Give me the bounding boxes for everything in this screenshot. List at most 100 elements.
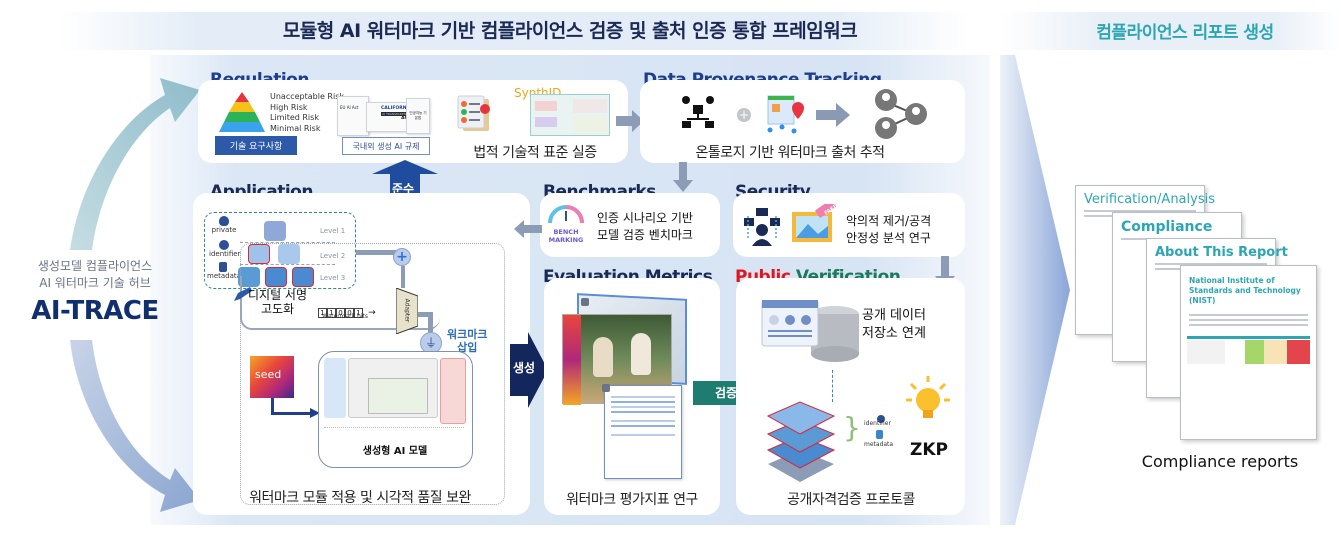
report-page: National Institute of Standards and Tech… xyxy=(1180,265,1317,440)
watermark-bits-label: Watermark bits xyxy=(322,313,368,320)
repo-text-line1: 공개 데이터 xyxy=(862,308,926,323)
benchmarks-text: 인증 시나리오 기반 모델 검증 벤치마크 xyxy=(597,210,693,244)
report-page-title: Compliance xyxy=(1121,219,1213,235)
level-label: Level 1 xyxy=(320,227,346,235)
chevron-to-reports xyxy=(1000,55,1070,525)
risk-level: Limited Risk xyxy=(270,113,319,122)
bit: 0 xyxy=(336,308,345,318)
layered-stack-icon xyxy=(766,401,836,482)
level3-block-marked xyxy=(292,267,314,287)
identifier-item: identifier xyxy=(209,240,240,258)
eu-ai-act-doc: EU AI Act xyxy=(337,96,369,136)
watermarked-text-doc xyxy=(604,385,682,479)
lightbulb-icon xyxy=(906,376,950,418)
cycle-arrows xyxy=(70,78,200,512)
evaluation-caption: 워터마크 평가지표 연구 xyxy=(566,492,698,508)
level1-block xyxy=(264,221,286,241)
bench-label-line1: BENCH xyxy=(553,228,579,236)
identifier-icon xyxy=(866,408,896,423)
report-page-title: Verification/Analysis xyxy=(1084,192,1215,207)
watermark-module-box xyxy=(240,243,505,505)
risk-level: Minimal Risk xyxy=(270,123,321,133)
benchmarks-text-line1: 인증 시나리오 기반 xyxy=(597,211,693,225)
level-box xyxy=(204,212,356,289)
report-title-bar xyxy=(1000,12,1341,50)
down-arrow-shaft xyxy=(941,256,949,278)
table-header xyxy=(1187,336,1310,339)
flow-line xyxy=(356,250,396,255)
report-title: 컴플라이언스 리포트 생성 xyxy=(1096,23,1274,43)
security-text: 악의적 제거/공격 안정성 분석 연구 xyxy=(846,213,931,247)
feedback-loop xyxy=(240,276,440,330)
hub-title: AI-TRACE xyxy=(31,296,159,326)
insert-label-line2: 삽입 xyxy=(457,341,478,354)
level-label: Level 2 xyxy=(320,252,346,260)
doc-label: EU AI Act xyxy=(340,105,359,110)
private-label: private xyxy=(211,226,237,234)
arrow-right-icon: → xyxy=(368,308,376,318)
seed-image: seed xyxy=(250,356,294,398)
text-line xyxy=(1189,324,1308,326)
connector-line xyxy=(832,370,833,402)
signature-pen-icon xyxy=(234,287,252,301)
private-icon xyxy=(219,216,229,226)
down-arrow-shaft xyxy=(679,162,687,182)
lock-icon xyxy=(581,298,589,306)
metadata-label: metadata xyxy=(864,441,894,448)
hub-subtitle: 생성모델 컴플라이언스 AI 워터마크 기술 허브 xyxy=(10,258,180,292)
flow-line xyxy=(418,312,432,317)
cycle-arrow-up xyxy=(70,78,200,250)
doc-label: CALIFORNIA xyxy=(381,106,412,111)
seed-label: seed xyxy=(255,368,282,381)
adapter-block xyxy=(396,288,418,334)
private-item: private xyxy=(210,216,238,234)
text-line xyxy=(1189,319,1308,321)
regulation-caption: 법적 기술적 표준 실증 xyxy=(473,145,597,161)
risk-level-list: Unacceptable Risk High Risk Limited Risk… xyxy=(270,92,344,134)
risk-level: High Risk xyxy=(270,102,308,112)
bit: 1 xyxy=(327,308,336,318)
regulation-box: 국내외 생성 AI 규제 xyxy=(342,137,430,155)
repo-text: 공개 데이터 저장소 연계 xyxy=(862,307,926,343)
insert-label: 워크마크 삽입 xyxy=(447,328,487,354)
adapter-label: Adapter xyxy=(403,298,411,323)
level3-block-marked xyxy=(265,267,287,287)
risk-pyramid-icon xyxy=(219,92,265,132)
benchmarks-text-line2: 모델 검증 벤치마크 xyxy=(597,228,693,242)
document-location-icon xyxy=(767,95,804,134)
arrow-right-icon xyxy=(616,110,644,132)
reports-caption: Compliance reports xyxy=(1141,452,1299,471)
doc-label: AI TRANSPARENCY xyxy=(381,112,411,116)
checklist-icon xyxy=(457,95,490,131)
insert-label-line1: 워크마크 xyxy=(447,328,488,341)
text-line xyxy=(1189,314,1308,316)
flow-line xyxy=(271,398,274,414)
add-icon: + xyxy=(393,248,411,266)
hacker-icon xyxy=(744,208,780,246)
cycle-arrow-down xyxy=(70,340,200,512)
zkp-label: ZKP xyxy=(910,440,948,460)
main-title-bar xyxy=(60,12,970,50)
benchmark-gauge-icon xyxy=(548,205,584,224)
lock-icon xyxy=(602,384,610,392)
arrow-right-icon xyxy=(310,408,320,418)
report-page-title: National Institute of Standards and Tech… xyxy=(1189,276,1301,305)
risk-level: Unacceptable Risk xyxy=(270,92,345,101)
bit: 0 xyxy=(345,308,354,318)
security-text-line1: 악의적 제거/공격 xyxy=(846,214,932,228)
repo-text-line2: 저장소 연계 xyxy=(862,326,926,341)
bit: 1 xyxy=(318,308,327,318)
metadata-icon xyxy=(219,262,227,272)
bit: 1 xyxy=(354,308,363,318)
hub-subtitle-line2: AI 워터마크 기술 허브 xyxy=(39,276,151,290)
signature-label: 디지털 서명 고도화 xyxy=(248,288,307,316)
generate-arrow xyxy=(510,332,548,408)
main-title: 모듈형 AI 워터마크 기반 컴플라이언스 검증 및 출처 인증 통합 프레임워… xyxy=(282,20,858,42)
metadata-item: metadata xyxy=(207,262,241,280)
metadata-label: metadata xyxy=(207,272,241,280)
flow-line xyxy=(428,312,433,337)
level-label: Level 3 xyxy=(320,274,346,282)
arrow-down-icon xyxy=(673,180,693,192)
identifier-label: identifier xyxy=(864,420,891,427)
